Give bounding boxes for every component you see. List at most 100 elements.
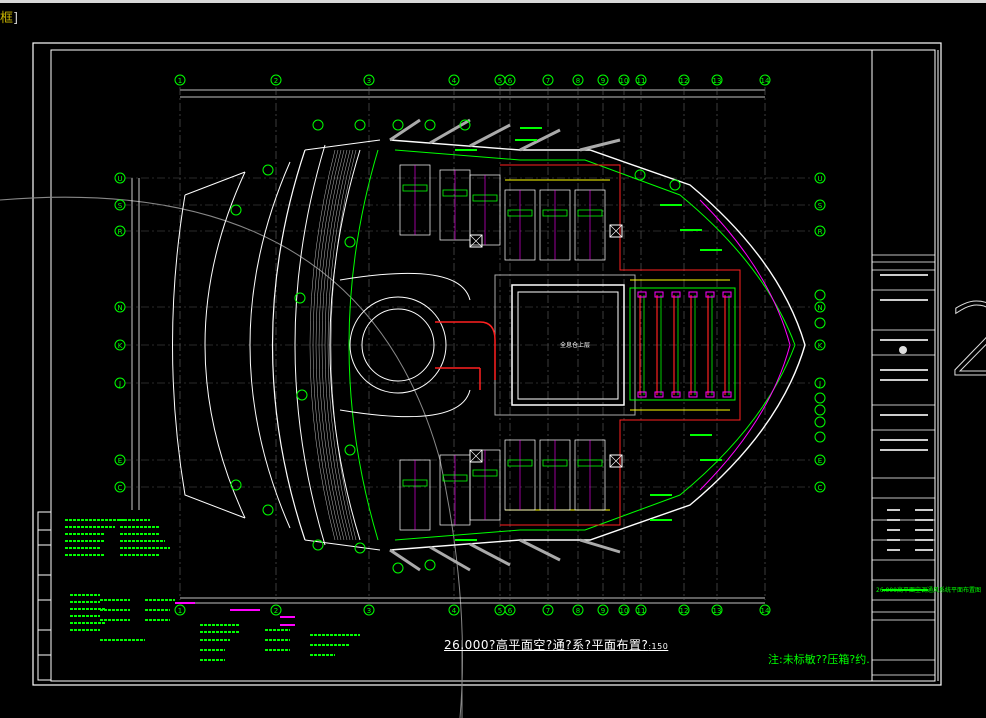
grid-label-8: 8: [576, 77, 580, 85]
grid-label-R: R: [118, 228, 123, 236]
grid-label-S: S: [118, 202, 123, 210]
reference-arc: [0, 196, 463, 718]
grid-bubble: [814, 404, 826, 416]
revision-strip: [37, 511, 52, 681]
grid-bubble-12: [678, 74, 690, 86]
duct-red: [500, 164, 741, 526]
duct-magenta: [699, 199, 791, 491]
title-block-drawing-name: 26.000高平面空调通风系统平面布置图: [876, 587, 981, 594]
diffuser: [654, 291, 664, 298]
diffuser: [722, 391, 732, 398]
tag-bubble: [312, 539, 324, 551]
grid-bubble: [814, 289, 826, 301]
grid-label-6: 6: [508, 77, 513, 85]
machine-room: [629, 287, 736, 401]
grid-label-8: 8: [576, 607, 580, 615]
stair-arc: [330, 149, 357, 541]
grid-bubble-R: [114, 225, 126, 237]
command-line-text: 框]: [0, 7, 18, 26]
shaft: [609, 224, 623, 238]
grid-bubble-K: [814, 339, 826, 351]
grid-bubble-12: [678, 604, 690, 616]
wall-arc: [271, 149, 306, 541]
grid-bubble-9: [597, 604, 609, 616]
stair-arc: [324, 149, 351, 541]
sheet-index-glyph: 2: [948, 282, 986, 400]
grid-bubble-K: [114, 339, 126, 351]
grid-bubble-7: [542, 604, 554, 616]
shaft: [469, 449, 483, 463]
grid-label-3: 3: [367, 607, 371, 615]
grid-bubble-4: [448, 74, 460, 86]
diffuser: [671, 291, 681, 298]
grid-label-E: E: [818, 457, 822, 465]
logo-icon: [899, 346, 907, 354]
building-outline: [389, 139, 806, 551]
tag-bubble: [294, 292, 306, 304]
grid-bubble-14: [759, 604, 771, 616]
diffuser: [688, 391, 698, 398]
stage-inner: [517, 291, 619, 400]
duct-red: [435, 321, 496, 390]
drawing-title-text: 26.000?高平面空?通?系?平面布置?: [444, 638, 649, 652]
grid-bubble-11: [635, 604, 647, 616]
grid-bubble-3: [363, 74, 375, 86]
grid-bubble-1: [174, 604, 186, 616]
seating-arc: [249, 161, 291, 529]
duct-arc: [348, 149, 379, 541]
grid-label-6: 6: [508, 607, 513, 615]
grid-label-7: 7: [546, 77, 550, 85]
grid-label-14: 14: [761, 77, 770, 85]
grid-label-E: E: [118, 457, 122, 465]
grid-label-U: U: [817, 175, 822, 183]
grid-label-5: 5: [498, 607, 502, 615]
tag-bubble: [262, 164, 274, 176]
command-text: 框: [0, 11, 14, 26]
grid-label-K: K: [818, 342, 823, 350]
grid-bubble-4: [448, 604, 460, 616]
window-top-bar: [0, 0, 986, 3]
grid-label-R: R: [818, 228, 823, 236]
grid-label-J: J: [818, 380, 821, 388]
facade-blade: [429, 118, 471, 145]
grid-label-2: 2: [274, 607, 278, 615]
grid-label-10: 10: [620, 77, 629, 85]
diffuser: [705, 391, 715, 398]
stair-arc: [327, 149, 354, 541]
hall-walls: [339, 272, 471, 418]
grid-bubble-9: [597, 74, 609, 86]
shaft-cross: [609, 454, 623, 468]
diffuser: [671, 391, 681, 398]
grid-label-U: U: [117, 175, 122, 183]
round-hall-inner: [361, 308, 435, 382]
grid-label-1: 1: [178, 607, 182, 615]
grid-bubble-3: [363, 604, 375, 616]
grid-label-5: 5: [498, 77, 502, 85]
shaft-cross: [469, 234, 483, 248]
facade-blade: [469, 123, 511, 148]
grid-bubble-R: [814, 225, 826, 237]
grid-bubble: [814, 431, 826, 443]
grid-label-7: 7: [546, 607, 550, 615]
facade-blade: [579, 138, 621, 152]
stair-arc: [309, 149, 336, 541]
grid-label-9: 9: [601, 607, 605, 615]
command-bracket: ]: [13, 11, 19, 26]
grid-label-13: 13: [713, 607, 722, 615]
tag-bubble: [230, 204, 242, 216]
grid-label-4: 4: [452, 77, 457, 85]
grid-label-C: C: [118, 484, 123, 492]
grid-label-14: 14: [761, 607, 770, 615]
tag-bubble: [312, 119, 324, 131]
drawing-note: 注:未标敏??压箱?约.: [768, 653, 870, 666]
grid-bubble-13: [711, 74, 723, 86]
inner-frame: [50, 49, 936, 682]
grid-bubble-E: [114, 454, 126, 466]
grid-label-11: 11: [637, 77, 646, 85]
drawing-title: 26.000?高平面空?通?系?平面布置?:150: [444, 636, 668, 653]
grid-label-K: K: [118, 342, 123, 350]
grid-bubble: [814, 416, 826, 428]
grid-bubble-N: [114, 301, 126, 313]
grid-label-3: 3: [367, 77, 371, 85]
